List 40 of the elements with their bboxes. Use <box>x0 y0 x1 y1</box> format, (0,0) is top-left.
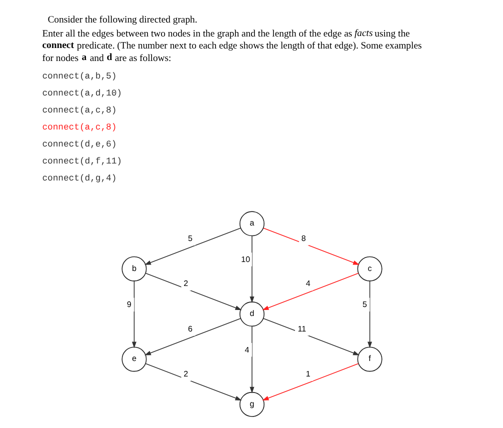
edge-label: 5 <box>188 234 192 243</box>
arrow <box>131 280 136 348</box>
edge-label: 9 <box>126 300 131 310</box>
label: connect(d,f,11) <box>42 156 122 166</box>
label: connect(a,d,10) <box>42 88 122 99</box>
arrow <box>262 272 358 310</box>
edge-label: 5 <box>362 300 367 310</box>
edge-label: 2 <box>183 370 188 379</box>
edge-label: 1 <box>305 370 310 379</box>
edge-label: 10 <box>240 254 250 264</box>
arrow <box>144 363 242 400</box>
arrow <box>262 363 358 400</box>
arrow <box>262 318 360 356</box>
edge-label: 8 <box>300 234 306 243</box>
diagram-title: Consider the following directed graph. <box>47 14 197 26</box>
node-circle: c <box>356 256 382 282</box>
node-circle: f <box>356 346 382 372</box>
node-circle: d <box>239 302 264 327</box>
label: connect(d,g,4) <box>42 173 116 184</box>
label: Enter all the edges between two nodes in the graph and the length of the edge as facts using the connect predicate. (The number next to each edge shows the length of that edge). Some examples for nodes a and d are as follows: <box>42 28 422 64</box>
node-circle: g <box>239 392 264 417</box>
edge-label: 11 <box>297 324 306 334</box>
label: connect(a,c,8) <box>42 106 116 116</box>
arrow <box>144 318 240 356</box>
arrow <box>367 280 372 348</box>
arrow <box>144 272 242 310</box>
edge-label: 4 <box>244 345 249 354</box>
edge-label: 6 <box>188 324 192 334</box>
arrow <box>144 228 240 265</box>
node-circle: a <box>239 211 264 236</box>
arrow <box>262 228 360 265</box>
edge-label: 4 <box>305 279 310 288</box>
arrow <box>249 326 254 394</box>
label: connect(a,c,8) <box>42 122 116 133</box>
node-circle: e <box>121 346 146 372</box>
edge-label: 2 <box>183 279 188 288</box>
label: connect(a,b,5) <box>42 72 116 82</box>
node-circle: b <box>121 256 146 282</box>
label: connect(d,e,6) <box>42 139 116 150</box>
arrow <box>249 235 254 303</box>
